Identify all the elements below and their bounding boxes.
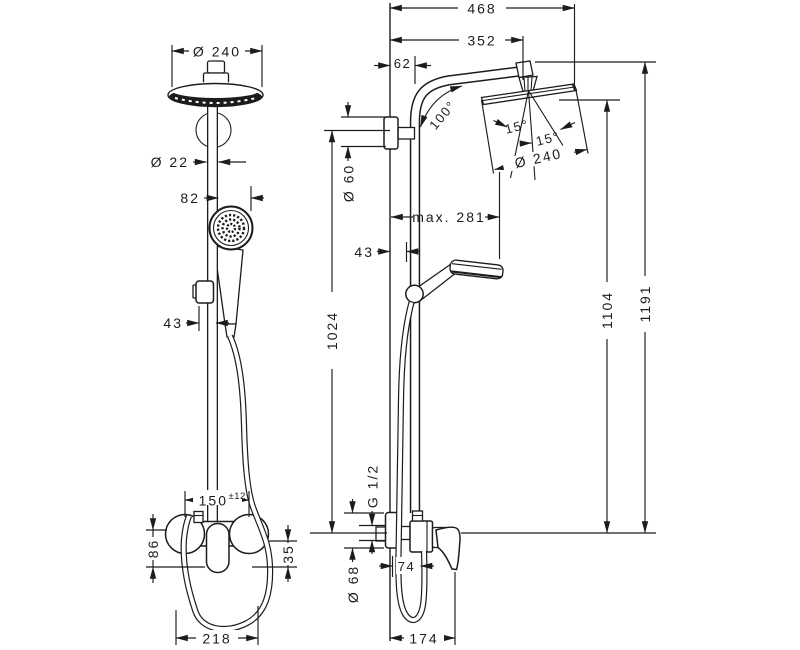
dim-right-valve-diameter-group: Ø 68 bbox=[344, 499, 384, 603]
dim-right-wall-offset-group: 62 bbox=[374, 56, 431, 84]
dim-left-lower-offset: 35 bbox=[280, 544, 296, 564]
dim-left-lower-offset-group: 35 bbox=[252, 525, 297, 582]
dim-left-head-diameter-group: Ø 240 bbox=[171, 43, 263, 87]
dim-left-connection-width: 150 bbox=[199, 493, 228, 509]
dim-right-hose-offset-group: 74 bbox=[379, 556, 434, 577]
dim-left-handshower-offset: 82 bbox=[180, 190, 200, 206]
dim-right-hose-offset: 74 bbox=[398, 559, 415, 574]
dim-right-head-diameter: Ø 240 bbox=[513, 145, 563, 171]
overhead-shower-front bbox=[167, 60, 264, 108]
dim-left-bracket-offset: 43 bbox=[163, 315, 183, 331]
dim-right-tilt-angle-a: 15° bbox=[503, 116, 530, 136]
dim-right-total-depth-group: 468 bbox=[389, 1, 576, 84]
dim-right-max-reach: max. 281 bbox=[412, 209, 486, 225]
dim-right-bracket-diameter: Ø 60 bbox=[341, 164, 357, 202]
wall-bracket-side bbox=[383, 116, 416, 150]
hand-shower-side bbox=[405, 259, 504, 304]
hand-shower-face-front bbox=[208, 205, 254, 251]
dim-right-valve-depth-group: 174 bbox=[389, 572, 456, 647]
dim-left-connection-tolerance: ±12 bbox=[229, 491, 246, 502]
side-view: 468 352 62 100° 15° 15° bbox=[310, 1, 656, 647]
hand-shower-handle-front bbox=[213, 245, 244, 338]
shower-hose-front bbox=[180, 334, 274, 633]
dim-left-pipe-diameter: Ø 22 bbox=[151, 154, 189, 170]
dim-right-arm-reach: 352 bbox=[467, 33, 496, 49]
dim-right-head-height: 1104 bbox=[599, 291, 615, 329]
holder-knob-side bbox=[405, 284, 424, 304]
dim-right-total-height-group: 1191 bbox=[535, 61, 656, 534]
dim-right-bracket-diameter-group: Ø 60 bbox=[341, 102, 386, 202]
dim-right-rail-offset: 43 bbox=[354, 244, 374, 260]
supply-stub-side bbox=[375, 526, 387, 542]
dim-right-total-height: 1191 bbox=[637, 284, 653, 322]
front-view: Ø 240 Ø 22 82 43 150 ±12 bbox=[145, 43, 297, 647]
dim-right-tilt-angle-b: 15° bbox=[534, 128, 561, 148]
dim-left-pipe-diameter-group: Ø 22 bbox=[151, 154, 246, 170]
dim-right-valve-depth: 174 bbox=[409, 631, 438, 647]
mixer-lever-front bbox=[205, 522, 230, 574]
mixer-aerator-front bbox=[193, 510, 204, 524]
head-connector-front bbox=[206, 60, 226, 74]
hand-shower-head-side bbox=[449, 259, 504, 280]
dim-right-thread-size: G 1/2 bbox=[365, 464, 381, 508]
arm-connector-side bbox=[515, 60, 534, 79]
dim-right-rail-offset-group: 43 bbox=[354, 242, 420, 262]
dim-right-max-reach-group: max. 281 bbox=[390, 172, 501, 259]
dim-right-rail-height: 1024 bbox=[324, 311, 340, 350]
dim-right-valve-diameter: Ø 68 bbox=[345, 565, 361, 603]
shower-hose-side bbox=[395, 301, 428, 624]
dim-right-wall-offset: 62 bbox=[394, 56, 411, 71]
dim-left-body-height-group: 86 bbox=[145, 514, 205, 583]
dim-right-tilt-b-group: 15° bbox=[534, 128, 561, 148]
dim-right-thread-group: G 1/2 bbox=[359, 464, 386, 554]
dim-left-base-width: 218 bbox=[202, 631, 231, 647]
dim-left-connection-width-group: 150 ±12 bbox=[184, 490, 250, 517]
dim-left-head-diameter: Ø 240 bbox=[193, 44, 241, 60]
dim-left-body-height: 86 bbox=[145, 539, 161, 559]
slider-bracket-front bbox=[192, 280, 215, 304]
dim-right-total-depth: 468 bbox=[467, 1, 496, 17]
dim-right-tilt-a-group: 15° bbox=[503, 116, 530, 136]
mixer-lever-side bbox=[435, 526, 461, 571]
dim-left-base-width-group: 218 bbox=[175, 606, 259, 647]
dim-right-head-height-group: 1104 bbox=[559, 99, 620, 534]
dim-right-rail-height-group: 1024 bbox=[324, 129, 390, 534]
dim-left-handshower-offset-group: 82 bbox=[180, 186, 264, 211]
dim-left-bracket-offset-group: 43 bbox=[163, 306, 229, 331]
dim-right-arm-reach-group: 352 bbox=[389, 33, 524, 80]
